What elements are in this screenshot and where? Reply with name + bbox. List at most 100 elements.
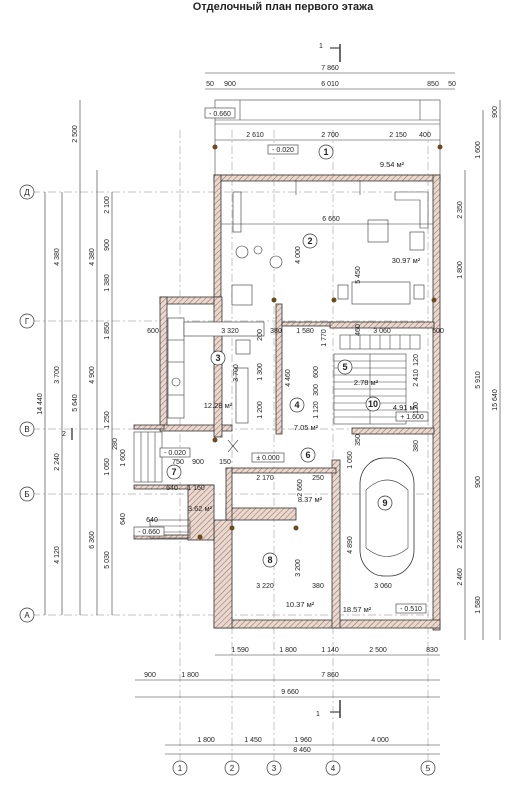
section-mark-bottom: 1 — [316, 700, 341, 718]
svg-text:150: 150 — [219, 459, 231, 466]
area-room-8: 10.37 м² — [286, 600, 315, 609]
svg-text:1 140: 1 140 — [321, 647, 339, 654]
svg-text:4: 4 — [294, 400, 299, 410]
svg-text:3 700: 3 700 — [54, 366, 61, 384]
car — [359, 457, 415, 577]
axis-v: В — [19, 421, 35, 437]
svg-text:3 700: 3 700 — [233, 364, 240, 382]
room-number-7: 7 — [166, 464, 182, 480]
level-hall: ± 0.000 — [256, 455, 279, 462]
svg-text:900: 900 — [104, 239, 111, 251]
svg-text:3 060: 3 060 — [373, 328, 391, 335]
area-room-5: 2.78 м² — [354, 378, 379, 387]
svg-text:14 440: 14 440 — [37, 393, 44, 415]
svg-text:380: 380 — [413, 440, 420, 452]
svg-text:2 350: 2 350 — [457, 201, 464, 219]
svg-text:460: 460 — [355, 324, 362, 336]
dims-bottom: 1 590 1 800 1 140 2 500 830 900 1 800 7 … — [135, 647, 440, 755]
svg-text:750: 750 — [172, 459, 184, 466]
level-garage: - 0.510 — [400, 606, 422, 613]
svg-text:8: 8 — [267, 555, 272, 565]
axis-5: 5 — [420, 760, 436, 776]
level-porch: - 0.020 — [164, 450, 186, 457]
svg-text:5 640: 5 640 — [72, 394, 79, 412]
area-room-7: 3.62 м² — [188, 504, 213, 513]
svg-text:900: 900 — [492, 106, 499, 118]
svg-text:120: 120 — [413, 354, 420, 366]
svg-text:5 910: 5 910 — [475, 371, 482, 389]
svg-text:1 580: 1 580 — [475, 596, 482, 614]
svg-text:1 600: 1 600 — [120, 449, 127, 467]
svg-text:2 700: 2 700 — [321, 132, 339, 139]
living-furniture — [231, 180, 429, 306]
room-number-6: 6 — [300, 447, 316, 463]
svg-text:4 000: 4 000 — [295, 246, 302, 264]
section-mark-left: 2 — [62, 428, 73, 440]
dims-top: 7 860 50 900 6 010 850 50 2 610 2 700 2 … — [205, 65, 456, 141]
svg-text:5 030: 5 030 — [104, 551, 111, 569]
svg-text:50: 50 — [448, 81, 456, 88]
svg-text:1: 1 — [178, 764, 183, 773]
level-marks: ± 0.000 - 0.020 - 0.660 - 0.510 + 1.600 — [133, 411, 429, 614]
level-terrace: - 0.020 — [272, 147, 294, 154]
axis-3: 3 — [266, 760, 282, 776]
svg-text:1 580: 1 580 — [296, 328, 314, 335]
axis-d: Д — [19, 184, 35, 200]
svg-text:830: 830 — [426, 647, 438, 654]
svg-text:7 860: 7 860 — [321, 672, 339, 679]
svg-text:4 000: 4 000 — [371, 737, 389, 744]
svg-text:1 050: 1 050 — [104, 458, 111, 476]
svg-text:1 050: 1 050 — [347, 451, 354, 469]
inner-dims: 6 660 4 000 5 450 3 320 200 380 1 580 1 … — [146, 216, 444, 590]
svg-text:1 770: 1 770 — [321, 329, 328, 347]
svg-text:8 460: 8 460 — [293, 747, 311, 754]
svg-text:600: 600 — [313, 366, 320, 378]
svg-text:400: 400 — [419, 132, 431, 139]
svg-text:2 660: 2 660 — [297, 479, 304, 497]
svg-text:6: 6 — [305, 450, 310, 460]
svg-text:280: 280 — [112, 438, 119, 450]
svg-text:2 500: 2 500 — [369, 647, 387, 654]
svg-text:2 150: 2 150 — [389, 132, 407, 139]
level-terrace-low: - 0.660 — [209, 111, 231, 118]
svg-text:1 160: 1 160 — [187, 485, 205, 492]
svg-text:1 380: 1 380 — [104, 274, 111, 292]
svg-text:1 800: 1 800 — [457, 261, 464, 279]
svg-text:2: 2 — [230, 764, 235, 773]
svg-text:4 900: 4 900 — [89, 366, 96, 384]
area-room-2: 30.97 м² — [392, 256, 421, 265]
svg-text:1 450: 1 450 — [244, 737, 262, 744]
svg-text:2 460: 2 460 — [457, 568, 464, 586]
svg-text:50: 50 — [206, 81, 214, 88]
svg-text:2 610: 2 610 — [246, 132, 264, 139]
svg-text:9 660: 9 660 — [281, 689, 299, 696]
svg-text:380: 380 — [270, 328, 282, 335]
svg-text:120: 120 — [413, 402, 420, 414]
axis-2: 2 — [224, 760, 240, 776]
svg-text:1 250: 1 250 — [104, 411, 111, 429]
svg-text:640: 640 — [120, 513, 127, 525]
svg-text:600: 600 — [432, 328, 444, 335]
svg-text:4: 4 — [331, 764, 336, 773]
svg-text:200: 200 — [257, 329, 264, 341]
area-room-10: 4.91 м² — [393, 403, 418, 412]
svg-text:1 960: 1 960 — [294, 737, 312, 744]
room-number-1: 1 — [318, 144, 334, 160]
axis-b: Б — [19, 486, 35, 502]
axis-a: А — [19, 607, 35, 623]
svg-text:850: 850 — [427, 81, 439, 88]
svg-text:10: 10 — [368, 399, 378, 409]
svg-text:Д: Д — [24, 188, 30, 197]
room-number-4: 4 — [289, 397, 305, 413]
svg-text:4 380: 4 380 — [89, 248, 96, 266]
svg-text:3 220: 3 220 — [256, 583, 274, 590]
svg-text:1 800: 1 800 — [197, 737, 215, 744]
svg-text:4 460: 4 460 — [285, 369, 292, 387]
dim-top-overall: 7 860 — [321, 65, 339, 72]
svg-text:7: 7 — [171, 467, 176, 477]
svg-text:900: 900 — [192, 459, 204, 466]
level-stair-top: + 1.600 — [400, 414, 424, 421]
svg-text:9: 9 — [382, 498, 387, 508]
area-room-3: 12.28 м² — [204, 401, 233, 410]
section-mark-top: 1 — [319, 43, 341, 62]
